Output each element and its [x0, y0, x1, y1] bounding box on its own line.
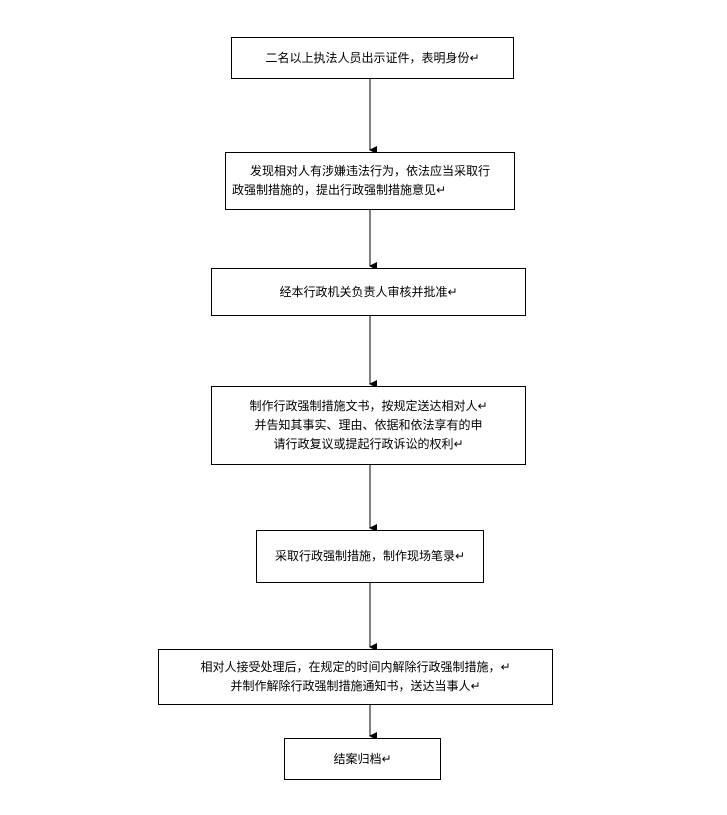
flow-step-3-text: 经本行政机关负责人审核并批准↵ — [279, 284, 458, 299]
flow-step-6-line-2: 并制作解除行政强制措施通知书，送达当事人↵ — [230, 679, 481, 693]
flow-step-7-text: 结案归档↵ — [333, 751, 392, 766]
flow-step-1-text: 二名以上执法人员出示证件，表明身份↵ — [265, 50, 480, 65]
flow-step-1: 二名以上执法人员出示证件，表明身份↵ — [231, 37, 514, 79]
flow-step-2-line-1: 发现相对人有涉嫌违法行为，依法应当采取行 — [249, 164, 490, 178]
flow-step-2: 发现相对人有涉嫌违法行为，依法应当采取行 政强制措施的，提出行政强制措施意见↵ — [225, 152, 515, 210]
flow-step-4-line-3: 请行政复议或提起行政诉讼的权利↵ — [273, 437, 464, 451]
flow-step-5: 采取行政强制措施，制作现场笔录↵ — [256, 530, 484, 583]
flow-step-7: 结案归档↵ — [284, 738, 441, 780]
flow-step-4-line-2: 并告知其事实、理由、依据和依法享有的申 — [254, 418, 483, 432]
flow-step-4: 制作行政强制措施文书，按规定送达相对人↵ 并告知其事实、理由、依据和依法享有的申… — [211, 386, 526, 465]
flow-step-3: 经本行政机关负责人审核并批准↵ — [211, 268, 526, 316]
flow-step-6-line-1: 相对人接受处理后，在规定的时间内解除行政强制措施，↵ — [200, 660, 511, 674]
flow-step-4-line-1: 制作行政强制措施文书，按规定送达相对人↵ — [249, 399, 488, 413]
flow-step-2-line-2: 政强制措施的，提出行政强制措施意见↵ — [232, 183, 447, 197]
flow-step-6: 相对人接受处理后，在规定的时间内解除行政强制措施，↵ 并制作解除行政强制措施通知… — [158, 649, 553, 705]
flow-step-5-text: 采取行政强制措施，制作现场笔录↵ — [274, 549, 466, 563]
